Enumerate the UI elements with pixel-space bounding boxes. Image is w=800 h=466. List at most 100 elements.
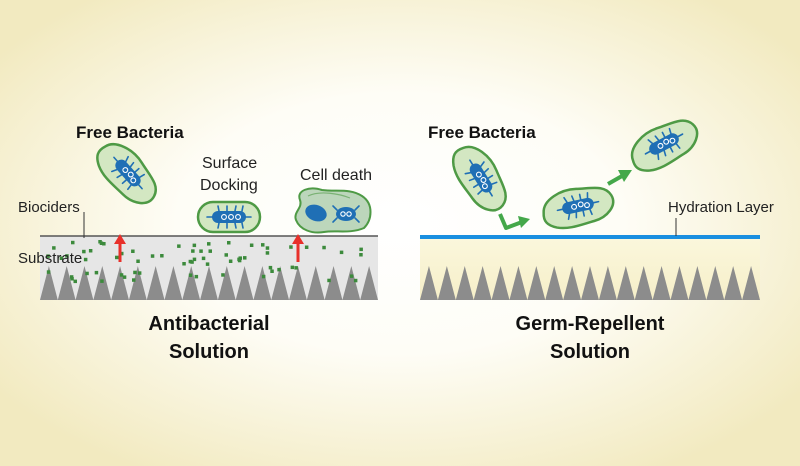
substrate-spike (235, 266, 254, 300)
biocide-dot (131, 249, 135, 253)
substrate-spike (455, 266, 474, 300)
biocide-dot (277, 267, 281, 272)
substrate-spike (420, 266, 438, 300)
biocide-dot (205, 262, 210, 266)
germ-repellent-panel: Free Bacteria Hydration Layer Germ-Repel… (420, 102, 774, 363)
biocide-dot (133, 270, 137, 275)
substrate-spike (75, 266, 94, 300)
biocide-dot (304, 245, 309, 249)
biocide-dot (227, 241, 231, 245)
substrate-spike (616, 266, 635, 300)
substrate-spike (111, 266, 129, 300)
biocide-release-arrow (292, 234, 304, 262)
substrate-spike (253, 266, 272, 300)
biocide-dot (353, 278, 358, 283)
substrate-spike (146, 266, 165, 300)
biocide-dot (208, 249, 212, 253)
substrate-spike (200, 266, 218, 300)
substrate-spike (527, 266, 546, 300)
biocide-dot (265, 251, 270, 255)
antibacterial-title-line2: Solution (169, 341, 249, 363)
biocide-dot (120, 251, 124, 256)
biocide-dot (46, 270, 51, 274)
biocide-dot (177, 244, 181, 248)
substrate-spike (289, 266, 307, 300)
biocide-dot (94, 270, 99, 275)
substrate-spike (706, 266, 725, 300)
substrate-spike (598, 266, 617, 300)
substrate-spike (670, 266, 689, 300)
biocide-dot (265, 246, 270, 250)
biocide-dot (65, 254, 69, 258)
biocide-dot (224, 253, 228, 257)
docked-bacterium (196, 200, 262, 234)
substrate-spike (634, 266, 653, 300)
antibacterial-panel: Free Bacteria Surface Docking Cell death… (18, 123, 378, 363)
biocide-dot (349, 274, 354, 278)
biocide-dot (136, 259, 140, 263)
substrate-label: Substrate (18, 250, 82, 267)
substrate-spikes (420, 266, 760, 300)
biocide-release-arrow (114, 234, 126, 262)
substrate-spike (93, 266, 112, 300)
biocide-dot (249, 243, 254, 247)
biocide-dot (221, 273, 225, 277)
substrate-spikes (40, 266, 378, 300)
biocide-dot (188, 259, 193, 264)
biocide-dot (69, 275, 74, 279)
substrate-spike (581, 266, 599, 300)
biocide-dot (207, 242, 211, 246)
biocide-dot (294, 266, 298, 270)
biocide-dot (83, 257, 88, 262)
biocide-dot (160, 254, 164, 258)
substrate-spike (509, 266, 528, 300)
biocide-dot (237, 258, 242, 263)
biocide-dot (82, 249, 86, 254)
biocide-dot (322, 245, 326, 250)
biocide-dot (132, 278, 136, 282)
dead-bacterium (294, 187, 372, 234)
biocide-dot (261, 274, 266, 279)
biocide-dot (100, 279, 104, 283)
biocide-dot (270, 269, 274, 273)
biocide-dot (122, 275, 127, 279)
germ-repellent-title-line1: Germ-Repellent (516, 313, 665, 335)
substrate-spike (182, 266, 201, 300)
biocide-dot (290, 265, 295, 270)
germ-repellent-title-line2: Solution (550, 341, 630, 363)
biocide-dot (88, 249, 93, 253)
biocide-dot (339, 250, 344, 255)
biocide-dot (71, 240, 75, 245)
substrate-spike (545, 266, 564, 300)
biocide-dot (46, 254, 50, 258)
biocide-dot (150, 254, 155, 258)
repel-arrow (607, 170, 632, 186)
substrate-spike (473, 266, 492, 300)
biocide-dot (137, 271, 142, 275)
substrate-spike (563, 266, 582, 300)
substrate-spike (437, 266, 456, 300)
biocide-dot (268, 265, 273, 270)
biocide-dot (289, 245, 293, 249)
surface-docking-label-line1: Surface (202, 155, 257, 172)
substrate-spike (324, 266, 343, 300)
surface-docking-label-line2: Docking (200, 177, 258, 194)
biociders-label: Biociders (18, 199, 80, 216)
free-bacteria-label: Free Bacteria (428, 123, 536, 142)
biocide-dot (59, 256, 64, 260)
substrate-spike (491, 266, 510, 300)
biocide-dot (85, 271, 89, 276)
biocide-dot (243, 256, 247, 260)
substrate-spike (742, 266, 760, 300)
substrate-spike (40, 266, 58, 300)
free-bacteria-label: Free Bacteria (76, 123, 184, 142)
substrate-spike (360, 266, 378, 300)
biocide-dot (98, 240, 102, 244)
substrate-spike (342, 266, 361, 300)
hydration-layer-line (420, 235, 760, 239)
biocide-dot (115, 255, 119, 260)
biocide-dot (327, 278, 331, 283)
substrate-spike (306, 266, 325, 300)
